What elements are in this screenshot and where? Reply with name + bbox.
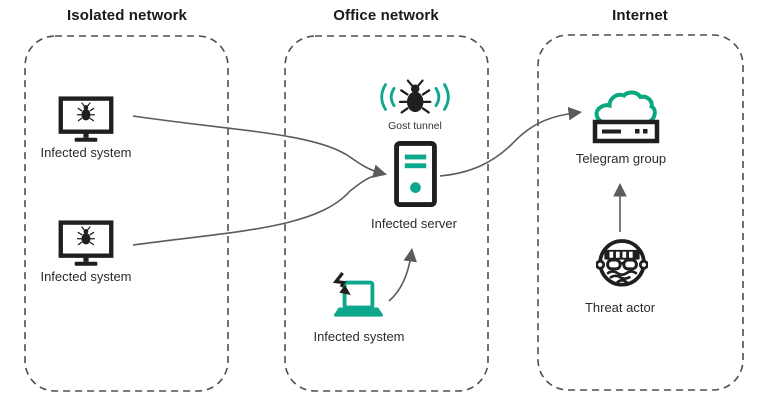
label-telegram-group: Telegram group <box>575 151 667 166</box>
node-gost-tunnel <box>375 76 455 118</box>
arrow-infected-system-1-to-server <box>132 115 387 178</box>
label-infected-system-2: Infected system <box>40 269 132 284</box>
bug-signal-waves-icon <box>380 79 450 114</box>
node-threat-actor <box>596 234 648 288</box>
label-threat-actor: Threat actor <box>584 300 656 315</box>
arrow-infected-system-2-to-server <box>132 173 381 246</box>
node-infected-system-office <box>328 272 388 320</box>
monitor-bug-icon <box>58 220 114 266</box>
label-infected-system-1: Infected system <box>40 145 132 160</box>
masked-person-icon <box>596 239 648 287</box>
node-infected-system-1 <box>58 96 114 143</box>
monitor-bug-icon <box>58 96 114 142</box>
node-infected-system-2 <box>58 220 114 267</box>
node-infected-server <box>393 140 438 208</box>
label-infected-server: Infected server <box>371 216 457 231</box>
zone-title-isolated-network: Isolated network <box>67 7 187 24</box>
arrow-office-system-to-server <box>388 247 417 302</box>
zone-isolated-network-border <box>24 35 229 392</box>
label-gost-tunnel: Gost tunnel <box>388 120 442 132</box>
node-telegram-group <box>592 90 660 146</box>
laptop-attack-bolt-icon <box>332 272 384 317</box>
label-infected-system-office: Infected system <box>313 329 405 344</box>
zone-internet-border <box>537 34 744 391</box>
zone-office-network-border <box>284 35 489 392</box>
arrow-server-to-telegram <box>439 106 583 177</box>
zone-title-internet: Internet <box>612 7 668 24</box>
cloud-router-icon <box>592 90 660 144</box>
server-tower-icon <box>394 140 437 208</box>
zone-title-office-network: Office network <box>333 7 439 24</box>
